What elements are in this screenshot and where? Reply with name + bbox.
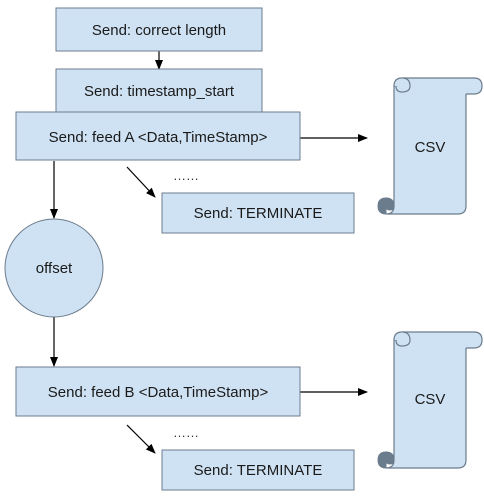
csv-top-label: CSV [415,139,446,156]
node-terminate-a-label: Send: TERMINATE [194,205,323,222]
ellipsis-top: …… [173,168,199,183]
node-feed-b: Send: feed B <Data,TimeStamp> [15,366,301,417]
node-terminate-a: Send: TERMINATE [161,192,355,234]
edge-feed-b-to-terminate-b [126,424,156,454]
node-timestamp-start: Send: timestamp_start [55,68,263,113]
node-terminate-b-label: Send: TERMINATE [194,462,323,479]
node-offset-label: offset [36,260,73,277]
node-offset: offset [4,218,104,318]
edges [50,51,368,454]
ellipsis-bottom: …… [173,425,199,440]
node-timestamp-start-label: Send: timestamp_start [84,83,235,100]
csv-scroll-bottom: CSV [377,331,483,469]
node-correct-length: Send: correct length [55,7,263,52]
edge-feed-a-to-terminate-a [126,166,156,198]
node-terminate-b: Send: TERMINATE [161,449,355,491]
node-feed-b-label: Send: feed B <Data,TimeStamp> [48,384,269,401]
node-feed-a-label: Send: feed A <Data,TimeStamp> [49,129,268,146]
csv-bottom-label: CSV [415,391,446,408]
node-feed-a: Send: feed A <Data,TimeStamp> [15,111,301,161]
node-correct-length-label: Send: correct length [92,22,226,39]
csv-scroll-top: CSV [377,77,483,215]
